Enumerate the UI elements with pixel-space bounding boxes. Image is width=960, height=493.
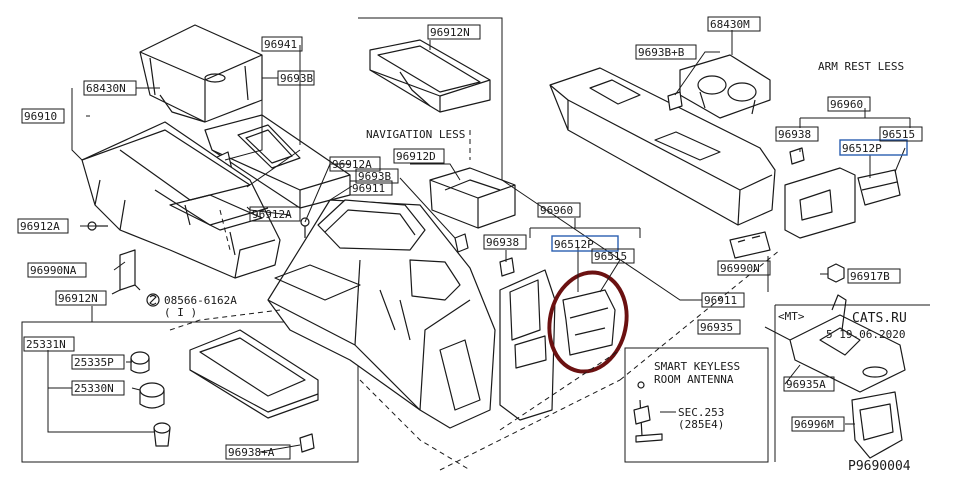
label-96912n-nav: 96912N [430, 26, 470, 39]
note-smart-keyless-2: ROOM ANTENNA [654, 373, 734, 386]
watermark-site: CATS.RU [852, 311, 907, 326]
label-96938a: 96938+A [228, 446, 275, 459]
right-console-body-shape [549, 67, 776, 226]
label-96911-bottom: 96911 [704, 294, 737, 307]
label-68430m: 68430M [710, 18, 750, 31]
note-arm-rest-less: ARM REST LESS [818, 60, 904, 73]
clip-96938-mid-shape [454, 233, 469, 253]
label-96912a-top: 96912A [332, 158, 372, 171]
lower-left-inset-frame [21, 321, 359, 463]
note-smart-keyless-1: SMART KEYLESS [654, 360, 740, 373]
bolt-symbol-icon [146, 293, 160, 307]
bracket-96990na-shape [111, 249, 141, 295]
label-96941: 96941 [264, 38, 297, 51]
label-25335p: 25335P [74, 356, 114, 369]
label-96515-center: 96515 [594, 250, 627, 263]
label-96912n-left: 96912N [58, 292, 98, 305]
console-body-96910-shape [81, 121, 281, 279]
bracket-96996m-shape [851, 391, 903, 459]
label-96512p-right: 96512P [842, 142, 882, 155]
smart-keyless-inset-frame [624, 347, 769, 463]
clip-96938-center-shape [499, 257, 515, 277]
label-96911-top: 96911 [352, 182, 385, 195]
navigation-less-frame [358, 17, 503, 142]
label-96990n: 96990N [720, 262, 760, 275]
part-number-labels: 96941 9693B 68430N 96910 96912A 96912A 9… [20, 18, 915, 459]
diagram-notes: NAVIGATION LESS ARM REST LESS SMART KEYL… [366, 60, 911, 474]
label-96912d: 96912D [396, 150, 436, 163]
label-08566-qty: ( I ) [164, 306, 197, 319]
label-08566: 08566-6162A [164, 294, 237, 307]
note-navigation-less: NAVIGATION LESS [366, 128, 465, 141]
drawing-number: P9690004 [848, 459, 911, 474]
cover-96912d-shape [429, 167, 516, 229]
label-96938-right: 96938 [778, 128, 811, 141]
note-mt: <MT> [778, 310, 805, 323]
highlight-box-96512p-center [551, 235, 619, 252]
lid-68430n-shape [139, 24, 263, 123]
label-96938-top: 9693B [280, 72, 313, 85]
antenna-shape [633, 381, 663, 443]
label-96912a-left: 96912A [20, 220, 60, 233]
label-sec253-sub: (285E4) [678, 418, 724, 431]
armrest-less-panel-shape [784, 167, 856, 239]
label-sec253: SEC.253 [678, 406, 724, 419]
annotation-circle [547, 270, 629, 374]
label-25330n: 25330N [74, 382, 114, 395]
label-96990na: 96990NA [30, 264, 77, 277]
label-96917b: 96917B [850, 270, 890, 283]
label-outline-boxes [17, 16, 923, 460]
armrest-less-clip-shape [789, 147, 805, 165]
label-25331n: 25331N [26, 338, 66, 351]
shift-boot-96935-shape [789, 294, 906, 393]
bracket-96990n-shape [729, 231, 771, 259]
label-96938b-top: 9693B+B [638, 46, 685, 59]
clip-96938a-shape [299, 433, 315, 453]
main-console-96911-shape [267, 199, 496, 429]
label-96935: 96935 [700, 321, 733, 334]
pocket-96512p-shape [562, 289, 616, 356]
watermark-date: 5 19.06.2020 [826, 328, 905, 341]
label-96515-right: 96515 [882, 128, 915, 141]
armrest-less-pocket-shape [857, 169, 901, 206]
label-96938-mid: 9693B [358, 170, 391, 183]
cup-holder-68430m-shape [679, 54, 771, 119]
label-96938-center: 96938 [486, 236, 519, 249]
panel-96960-shape [499, 269, 556, 421]
socket-25330n-shape [139, 382, 165, 409]
nut-96917b-shape [827, 263, 845, 283]
highlight-box-96512p-right [839, 139, 908, 156]
label-96960-mid: 96960 [540, 204, 573, 217]
label-96960-right: 96960 [830, 98, 863, 111]
tray-96912n-nav-shape [369, 39, 491, 113]
label-96910: 96910 [24, 110, 57, 123]
label-68430n: 68430N [86, 82, 126, 95]
plug-25331n-shape [153, 422, 171, 447]
label-96512p-center: 96512P [554, 238, 594, 251]
label-96935a: 96935A [786, 378, 826, 391]
socket-25335p-shape [130, 351, 150, 374]
label-96996m: 96996M [794, 418, 834, 431]
tray-inset-shape [189, 329, 319, 419]
mt-inset-frame [774, 304, 930, 462]
dashed-assembly-lines [169, 130, 781, 471]
label-96912a-mid: 96912A [252, 208, 292, 221]
